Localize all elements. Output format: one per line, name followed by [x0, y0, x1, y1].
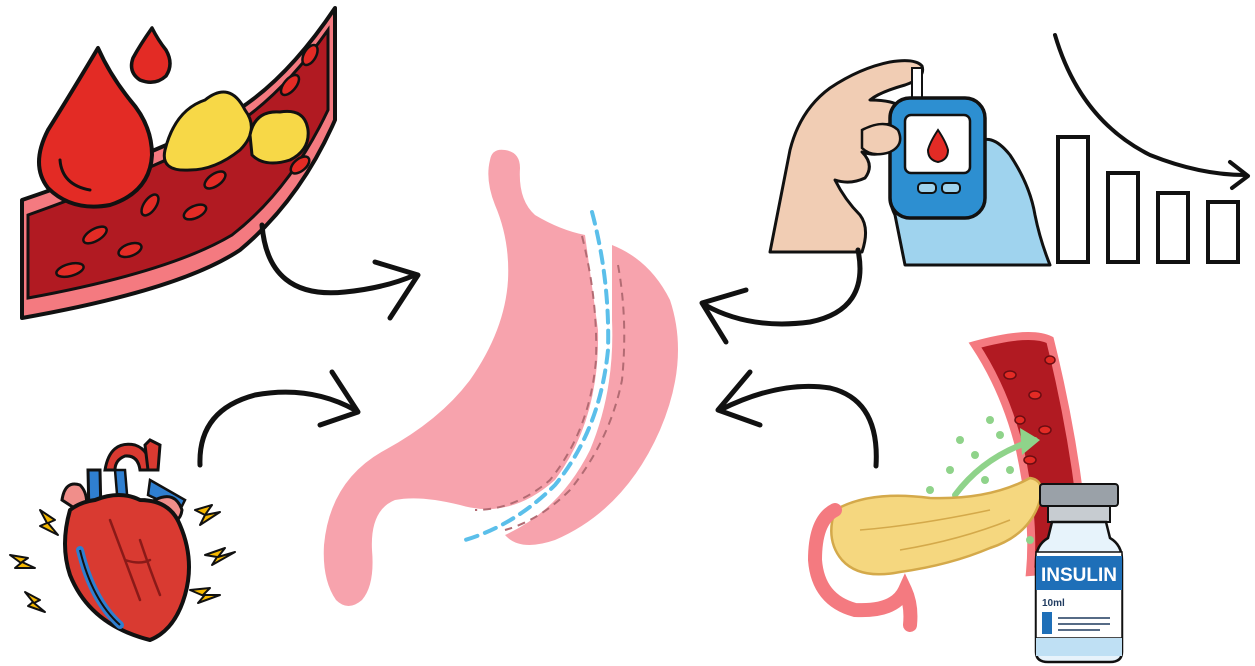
arrow-meter-to-stomach [702, 250, 860, 342]
stomach-sleeve-icon [324, 150, 678, 606]
insulin-label: INSULIN [1041, 565, 1117, 586]
insulin-volume: 10ml [1042, 598, 1065, 609]
arrow-vessel-to-stomach [262, 225, 418, 318]
declining-bar-chart-icon [1055, 35, 1248, 262]
heart-icon [10, 440, 235, 640]
blood-vessel-plaque-icon [22, 8, 335, 318]
insulin-vial-icon: INSULIN 10ml [1036, 484, 1122, 662]
arrow-pancreas-to-stomach [718, 372, 876, 466]
glucose-meter-icon [770, 61, 1050, 265]
arrow-heart-to-stomach [200, 372, 358, 465]
